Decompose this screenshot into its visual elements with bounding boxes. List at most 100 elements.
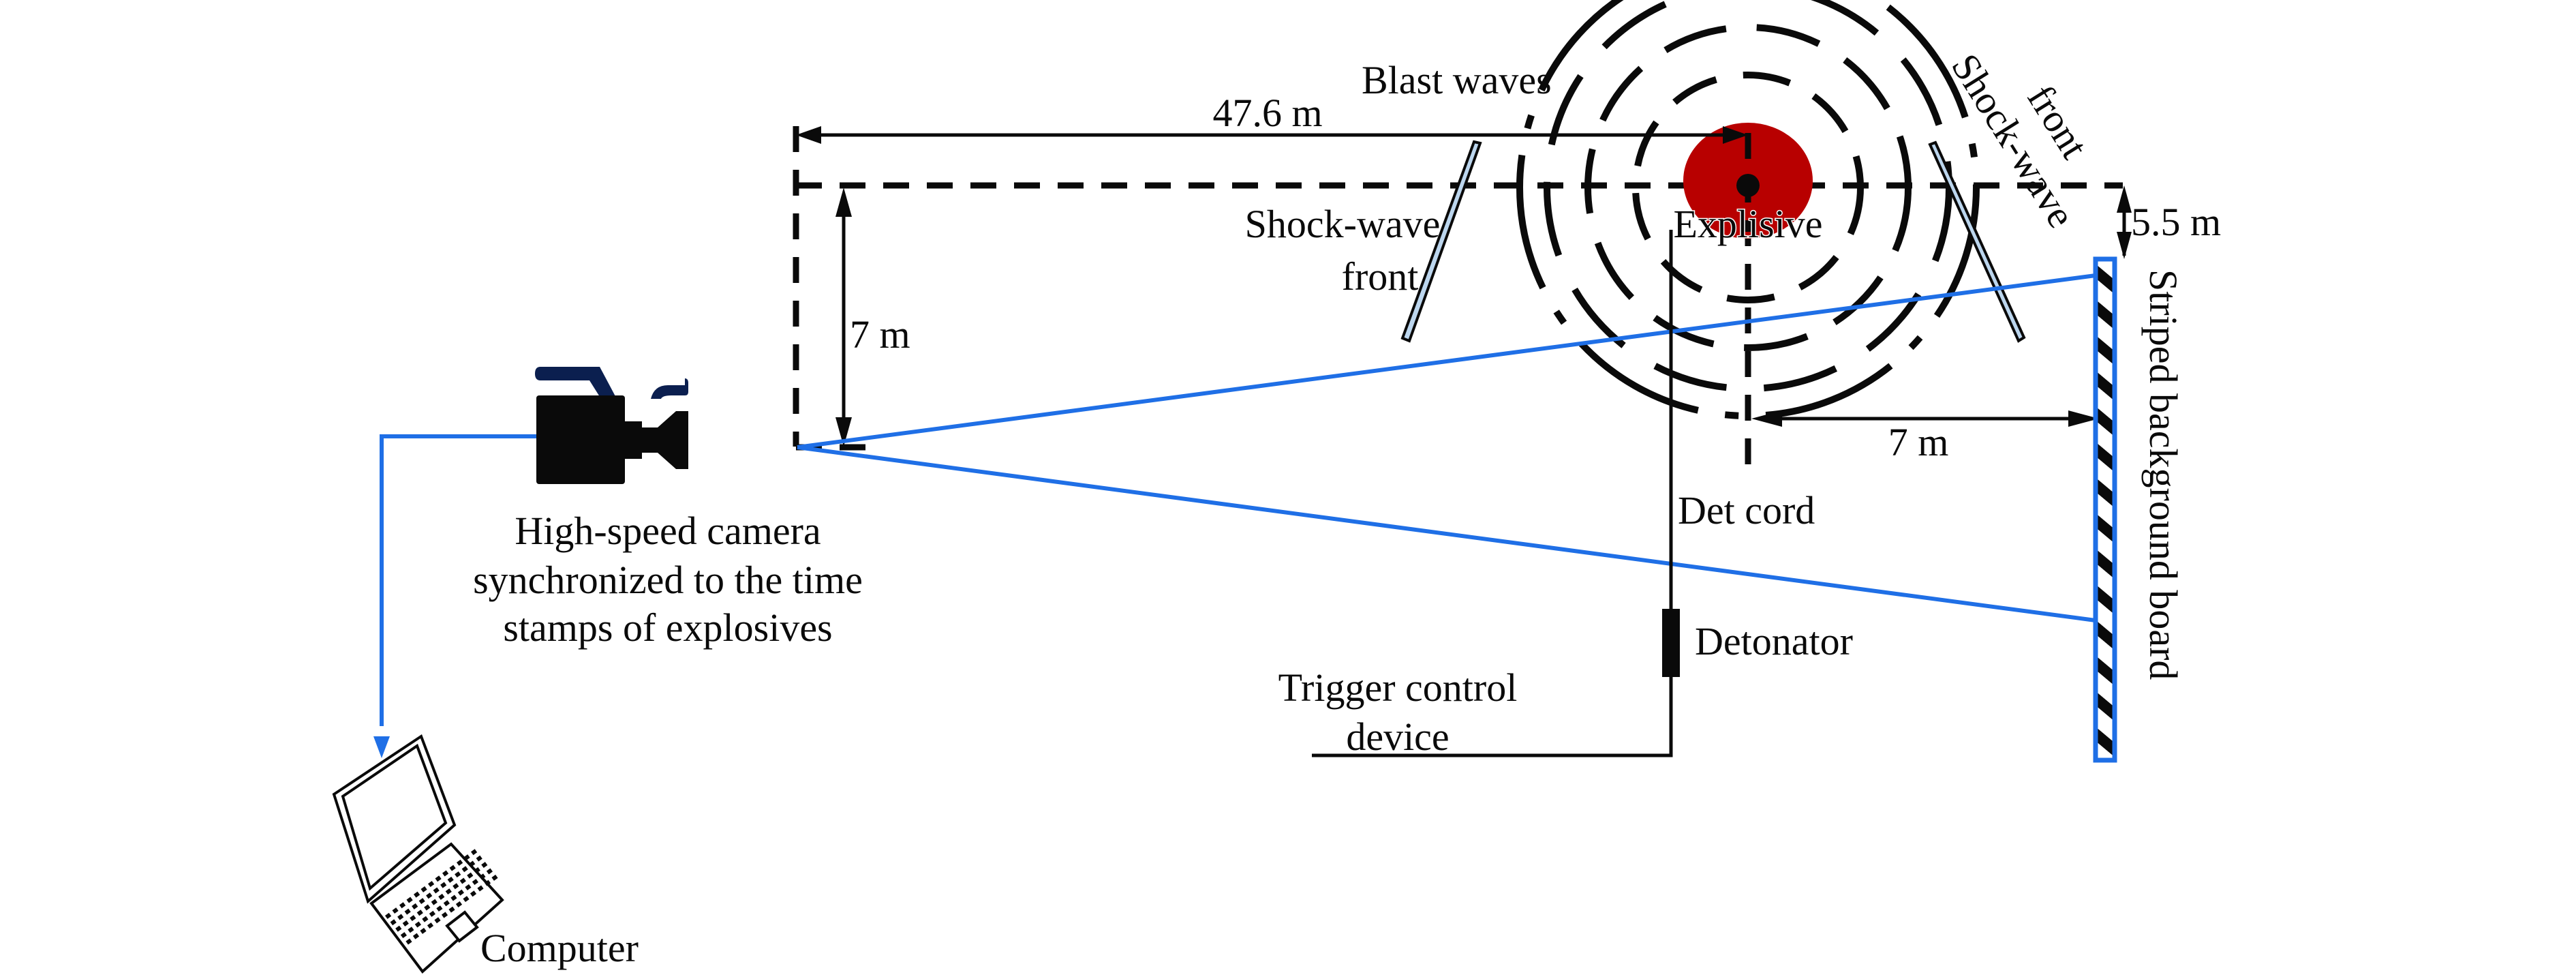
explosive bbox=[1683, 123, 1813, 239]
keyboard-key bbox=[479, 873, 486, 880]
detonator-body bbox=[1662, 609, 1680, 677]
dimension-7m-vertical: 7 m bbox=[835, 187, 910, 447]
shock-front-left bbox=[1400, 140, 1482, 343]
keyboard-key bbox=[486, 868, 493, 875]
camera-body bbox=[536, 395, 625, 484]
keyboard-key bbox=[420, 927, 427, 934]
keyboard-key bbox=[440, 882, 447, 888]
keyboard-key bbox=[392, 907, 399, 914]
keyboard-key bbox=[433, 887, 440, 894]
dim-7m-h-label: 7 m bbox=[1888, 420, 1949, 464]
keyboard-key bbox=[405, 938, 412, 945]
keyboard-key bbox=[412, 933, 420, 940]
keyboard-key bbox=[443, 900, 450, 907]
camera-handle-back bbox=[535, 367, 617, 399]
cable-arrowhead bbox=[373, 736, 390, 758]
keyboard-key bbox=[404, 908, 411, 915]
camera-neck bbox=[625, 421, 642, 459]
camera-label-line1: High-speed camera bbox=[515, 509, 821, 553]
dimension-47-6m: 47.6 m bbox=[796, 91, 1748, 144]
keyboard-key bbox=[427, 881, 435, 888]
keyboard-key bbox=[420, 886, 427, 892]
keyboard-key bbox=[491, 874, 498, 881]
arrowhead-right bbox=[1723, 126, 1748, 144]
keyboard-key bbox=[477, 885, 484, 892]
keyboard-key bbox=[455, 871, 461, 878]
keyboard-key bbox=[418, 898, 425, 905]
keyboard-key bbox=[399, 902, 406, 909]
trigger-label-line2: device bbox=[1346, 715, 1449, 759]
camera-lens bbox=[642, 411, 688, 469]
laptop-touchpad bbox=[445, 910, 479, 943]
laptop-screen bbox=[341, 743, 448, 891]
camera-label-line2: synchronized to the time bbox=[473, 558, 863, 602]
keyboard-key bbox=[474, 867, 480, 873]
keyboard-key bbox=[414, 921, 421, 928]
keyboard-key bbox=[438, 893, 445, 900]
shock-front-left-label-line1: Shock-wave bbox=[1245, 202, 1441, 246]
computer-icon bbox=[332, 734, 504, 974]
arrowhead-up-3 bbox=[2117, 185, 2132, 213]
arrowhead-right-2 bbox=[2068, 410, 2099, 427]
keyboard-key bbox=[456, 859, 463, 866]
keyboard-key bbox=[390, 919, 397, 926]
keyboard-key bbox=[481, 862, 488, 869]
dimension-5-5m: 5.5 m bbox=[2117, 185, 2221, 259]
keyboard-key bbox=[448, 906, 455, 913]
camera-computer-cable bbox=[380, 434, 536, 726]
keyboard-key bbox=[457, 889, 464, 896]
keyboard-key bbox=[465, 884, 472, 890]
blast-ring-1 bbox=[1632, 72, 1864, 303]
keyboard-key bbox=[424, 904, 431, 911]
dim-5-5-label: 5.5 m bbox=[2131, 200, 2221, 244]
trigger-wire bbox=[1312, 677, 1673, 757]
keyboard-key bbox=[395, 925, 402, 932]
shock-front-right bbox=[1928, 140, 2026, 343]
keyboard-key bbox=[461, 866, 468, 873]
keyboard-key bbox=[416, 910, 423, 916]
keyboard-key bbox=[385, 912, 392, 919]
trigger-label-line1: Trigger control bbox=[1278, 665, 1518, 710]
keyboard-key bbox=[472, 879, 478, 886]
keyboard-key bbox=[434, 917, 441, 924]
striped-background-board: Striped background board bbox=[2093, 256, 2186, 763]
keyboard-key bbox=[422, 916, 429, 922]
keyboard-key bbox=[426, 892, 433, 899]
keyboard-key bbox=[470, 890, 477, 897]
keyboard-key bbox=[410, 915, 416, 922]
keyboard-key bbox=[400, 932, 407, 939]
arrowhead-down bbox=[835, 417, 852, 447]
board-rect bbox=[2093, 256, 2117, 763]
keyboard-key bbox=[463, 896, 470, 903]
shock-front-left-label-line2: front bbox=[1342, 254, 1419, 299]
keyboard-key bbox=[455, 901, 463, 907]
keyboard-key bbox=[431, 899, 438, 905]
blast-ring-4 bbox=[1516, 0, 1980, 419]
sightline-top bbox=[797, 273, 2096, 449]
arrowhead-down-3 bbox=[2117, 232, 2132, 259]
computer-label: Computer bbox=[480, 926, 639, 970]
keyboard-key bbox=[469, 860, 476, 867]
keyboard-key bbox=[484, 880, 491, 886]
keyboard-key bbox=[467, 872, 474, 879]
camera-sightlines bbox=[797, 273, 2096, 622]
keyboard-key bbox=[413, 891, 420, 898]
keyboard-key bbox=[463, 854, 470, 861]
firing-circuit bbox=[1312, 230, 1680, 757]
keyboard-key bbox=[476, 855, 482, 862]
explosive-label: Explisive bbox=[1673, 202, 1822, 246]
dim-7m-v-label: 7 m bbox=[850, 312, 910, 357]
keyboard-key bbox=[427, 922, 434, 929]
keyboard-key bbox=[459, 877, 466, 884]
keyboard-key bbox=[406, 897, 413, 903]
keyboard-key bbox=[429, 910, 435, 917]
arrowhead-up bbox=[835, 187, 852, 217]
shock-front-right-label: Shock-wave front bbox=[1943, 46, 2097, 235]
det-cord-label: Det cord bbox=[1678, 488, 1815, 532]
keyboard-key bbox=[450, 895, 457, 901]
keyboard-key bbox=[408, 927, 414, 933]
keyboard-key bbox=[449, 865, 456, 871]
camera-handle-front bbox=[651, 378, 688, 399]
blast-ring-2 bbox=[1584, 24, 1912, 351]
